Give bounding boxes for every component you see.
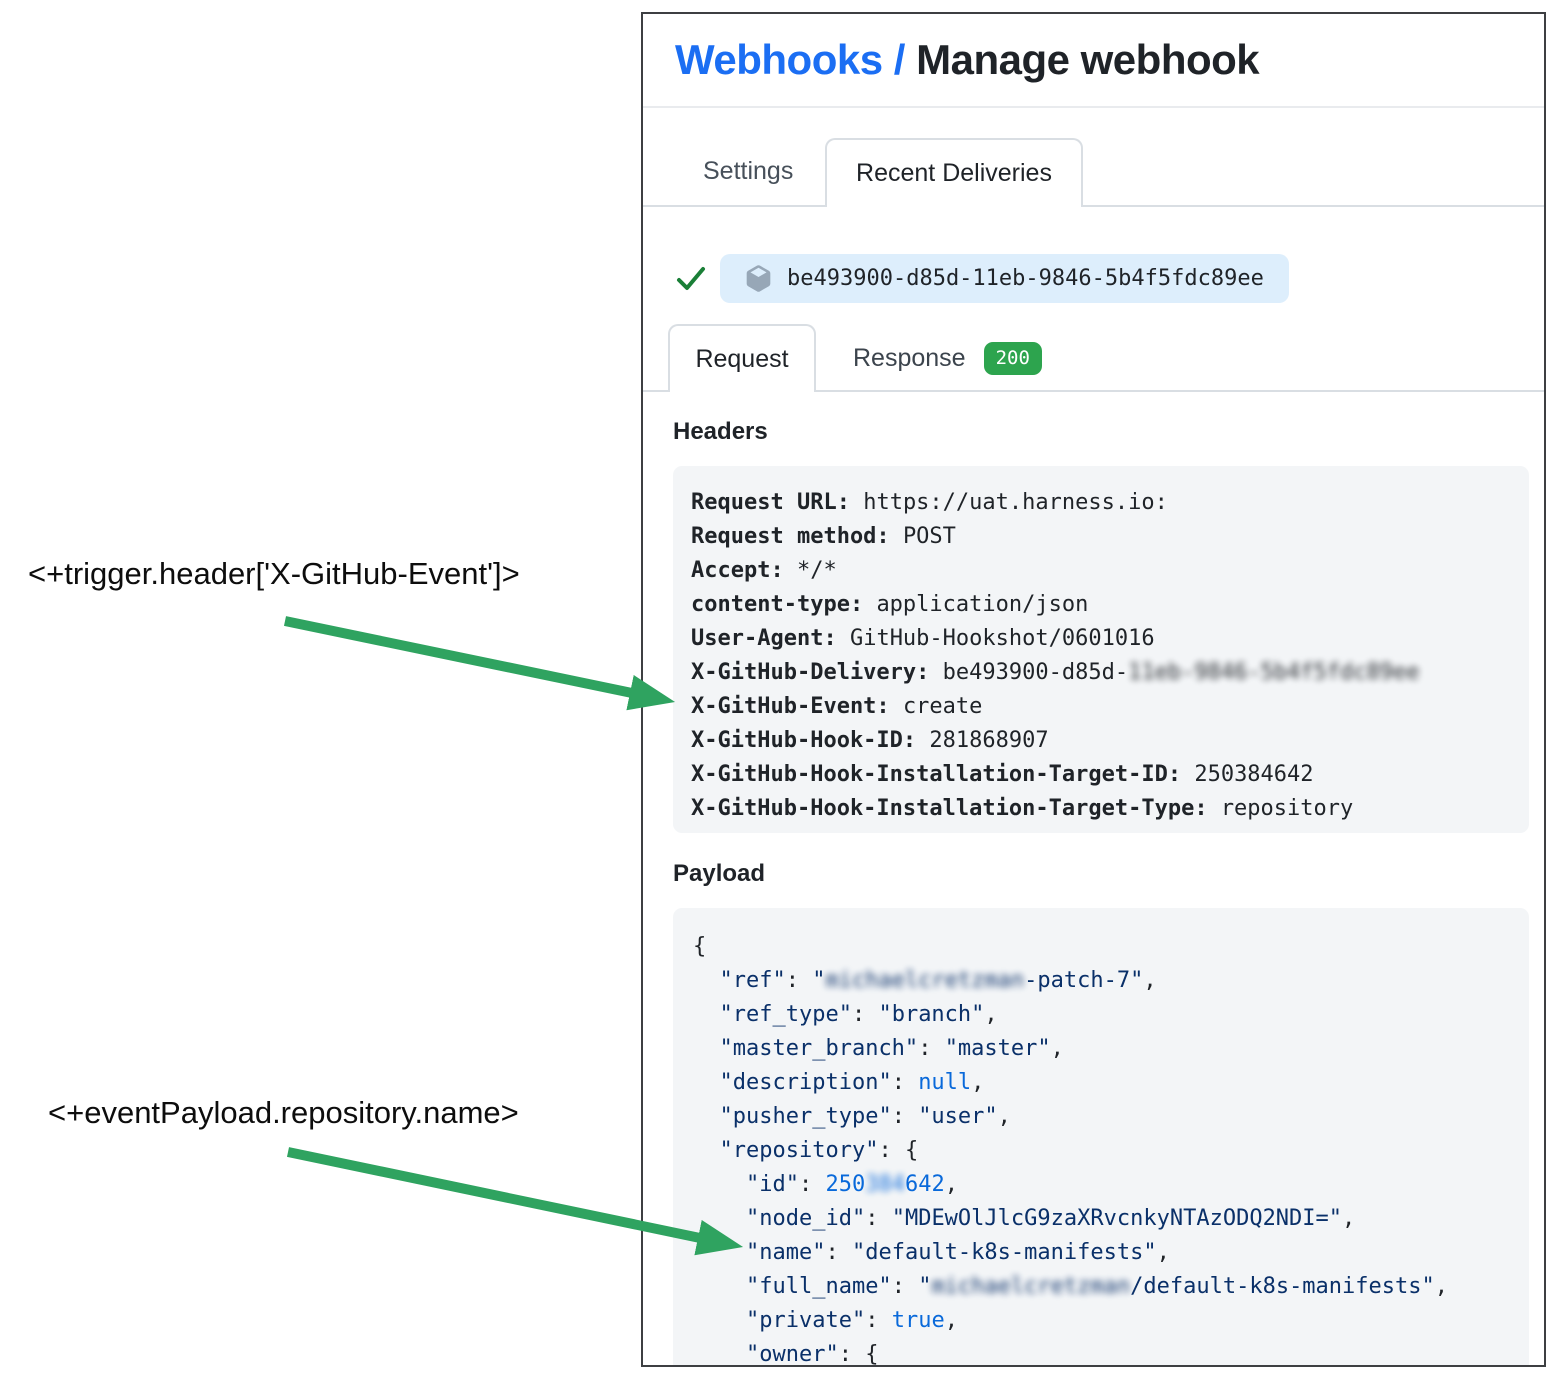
- header-row: Request URL: https://uat.harness.io:: [691, 490, 1168, 515]
- payload-line: "private": true,: [745, 1308, 958, 1333]
- header-row: Accept: */*: [691, 558, 837, 583]
- tab-settings[interactable]: Settings: [703, 157, 794, 185]
- annotation-event-payload-expression: <+eventPayload.repository.name>: [48, 1095, 519, 1130]
- header-row: X-GitHub-Hook-Installation-Target-ID: 25…: [691, 762, 1314, 787]
- payload-line: "repository": {: [719, 1138, 919, 1163]
- payload-line: "id": 250384642,: [745, 1172, 958, 1197]
- payload-line: "owner": {: [745, 1342, 879, 1367]
- payload-section-title: Payload: [673, 860, 766, 887]
- delivery-id: be493900-d85d-11eb-9846-5b4f5fdc89ee: [787, 266, 1264, 291]
- tab-request[interactable]: Request: [668, 324, 816, 392]
- breadcrumb-webhooks-link[interactable]: Webhooks /: [675, 36, 905, 83]
- headers-section-title: Headers: [673, 418, 768, 445]
- payload-line: "master_branch": "master",: [719, 1036, 1064, 1061]
- payload-line: "name": "default-k8s-manifests",: [745, 1240, 1170, 1265]
- payload-line: {: [693, 934, 707, 959]
- tab-recent-deliveries[interactable]: Recent Deliveries: [825, 138, 1083, 207]
- header-row: X-GitHub-Delivery: be493900-d85d-11eb-98…: [691, 660, 1420, 685]
- payload-line: "pusher_type": "user",: [719, 1104, 1011, 1129]
- payload-line: "ref": "michaelcretzman-patch-7",: [719, 968, 1157, 993]
- payload-line: "ref_type": "branch",: [719, 1002, 998, 1027]
- header-row: Request method: POST: [691, 524, 956, 549]
- delivery-id-pill[interactable]: be493900-d85d-11eb-9846-5b4f5fdc89ee: [720, 254, 1289, 303]
- response-status-badge: 200: [983, 341, 1042, 375]
- package-icon: [746, 265, 771, 292]
- delivery-row: be493900-d85d-11eb-9846-5b4f5fdc89ee: [676, 254, 1289, 303]
- arrow-to-x-github-event: [283, 616, 676, 711]
- webhook-panel: Webhooks / Manage webhook Settings Recen…: [641, 12, 1546, 1367]
- header-row: X-GitHub-Event: create: [691, 694, 983, 719]
- headers-box: Request URL: https://uat.harness.io: Requ…: [673, 466, 1529, 833]
- title-divider: [643, 106, 1544, 108]
- page-title: Webhooks / Manage webhook: [675, 36, 1260, 84]
- check-icon: [677, 266, 705, 290]
- header-row: X-GitHub-Hook-Installation-Target-Type: …: [691, 796, 1354, 821]
- tab-response-label: Response: [853, 343, 966, 372]
- header-row: content-type: application/json: [691, 592, 1089, 617]
- header-row: User-Agent: GitHub-Hookshot/0601016: [691, 626, 1155, 651]
- annotation-trigger-header-expression: <+trigger.header['X-GitHub-Event']>: [28, 556, 520, 591]
- payload-line: "description": null,: [719, 1070, 985, 1095]
- payload-json: { "ref": "michaelcretzman-patch-7", "ref…: [673, 908, 1529, 1367]
- tab-bar-divider: [643, 205, 1544, 207]
- page-title-text: Manage webhook: [916, 36, 1260, 83]
- subtab-bar-divider: [643, 390, 1544, 392]
- payload-line: "full_name": "michaelcretzman/default-k8…: [745, 1274, 1449, 1299]
- header-row: X-GitHub-Hook-ID: 281868907: [691, 728, 1049, 753]
- tab-response[interactable]: Response 200: [853, 326, 1042, 390]
- arrow-to-repository-name: [286, 1147, 744, 1256]
- payload-line: "node_id": "MDEwOlJlcG9zaXRvcnkyNTAzODQ2…: [745, 1206, 1356, 1231]
